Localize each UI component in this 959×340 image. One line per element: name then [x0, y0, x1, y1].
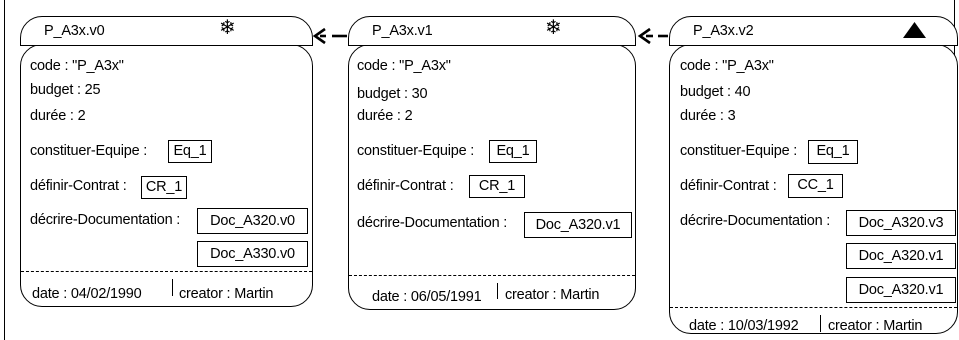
doc-label: décrire-Documentation : [30, 212, 181, 228]
footer-divider [670, 307, 957, 308]
code-field: code : "P_A3x" [680, 58, 774, 74]
doc-label: décrire-Documentation : [357, 215, 508, 231]
code-field: code : "P_A3x" [30, 58, 124, 74]
equipe-ref-box: Eq_1 [168, 140, 212, 163]
equipe-ref-box: Eq_1 [808, 140, 858, 164]
footer-separator [172, 279, 173, 296]
doc-ref-box: Doc_A320.v1 [524, 212, 632, 238]
creator-field: creator : Martin [505, 287, 600, 303]
date-field: date : 04/02/1990 [32, 286, 142, 302]
date-field: date : 06/05/1991 [372, 289, 482, 305]
contrat-ref-box: CR_1 [469, 175, 525, 198]
snowflake-icon: ❄ [219, 17, 236, 39]
contrat-label: définir-Contrat : [30, 178, 127, 194]
arrow-v1-to-v0 [312, 27, 347, 45]
budget-field: budget : 40 [680, 84, 751, 100]
frame-left-line [4, 0, 5, 340]
version-name: P_A3x.v0 [44, 23, 105, 39]
doc-label: décrire-Documentation : [680, 213, 831, 229]
contrat-label: définir-Contrat : [357, 178, 454, 194]
contrat-ref-box: CR_1 [141, 176, 187, 199]
creator-field: creator : Martin [828, 318, 923, 334]
code-field: code : "P_A3x" [357, 58, 451, 74]
doc-ref-box: Doc_A320.v1 [846, 277, 956, 303]
doc-ref-box: Doc_A320.v0 [197, 208, 308, 234]
duree-field: durée : 2 [357, 108, 413, 124]
equipe-label: constituer-Equipe : [680, 143, 798, 159]
footer-divider [21, 271, 312, 272]
snowflake-icon: ❄ [545, 17, 562, 39]
equipe-label: constituer-Equipe : [30, 143, 148, 159]
footer-separator [497, 283, 498, 299]
version-header-v1 [348, 16, 636, 46]
duree-field: durée : 2 [30, 108, 86, 124]
footer-divider [349, 275, 635, 276]
version-name: P_A3x.v1 [372, 23, 433, 39]
budget-field: budget : 25 [30, 82, 101, 98]
creator-field: creator : Martin [179, 286, 274, 302]
contrat-ref-box: CC_1 [788, 174, 843, 198]
contrat-label: définir-Contrat : [680, 178, 777, 194]
doc-ref-box: Doc_A320.v3 [846, 210, 956, 236]
date-field: date : 10/03/1992 [689, 318, 799, 334]
duree-field: durée : 3 [680, 108, 736, 124]
budget-field: budget : 30 [357, 86, 428, 102]
doc-ref-box: Doc_A320.v1 [846, 243, 956, 269]
arrow-v2-to-v1 [637, 27, 668, 45]
version-box-v1 [348, 44, 636, 310]
footer-separator [820, 315, 821, 332]
version-name: P_A3x.v2 [693, 23, 754, 39]
equipe-ref-box: Eq_1 [489, 140, 537, 163]
version-header-v0 [20, 16, 313, 46]
doc-ref-box: Doc_A330.v0 [197, 241, 308, 267]
equipe-label: constituer-Equipe : [357, 143, 475, 159]
